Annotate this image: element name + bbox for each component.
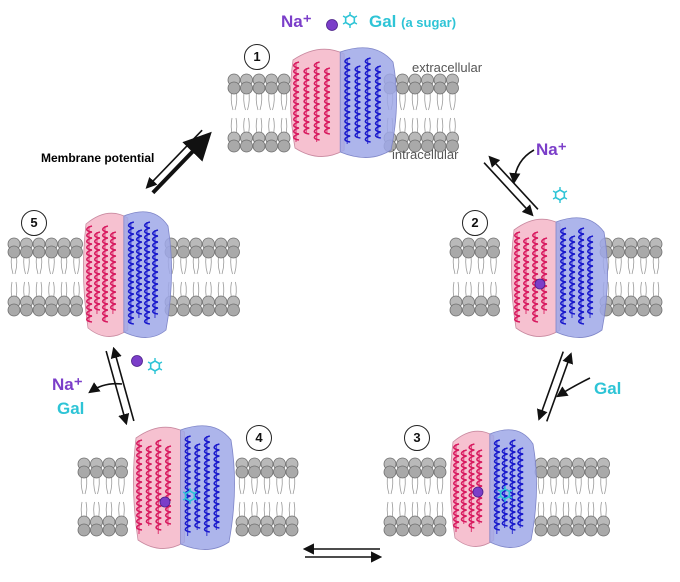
step-5-number: 5 — [21, 210, 47, 236]
step-3-number: 3 — [404, 425, 430, 451]
transporter-state-4 — [133, 425, 235, 550]
bound-sodium-ion — [472, 486, 484, 498]
ligand-release-arrow — [88, 382, 123, 394]
bound-galactose — [497, 486, 513, 502]
bound-galactose — [182, 488, 198, 504]
bilayer-5-left — [7, 237, 83, 317]
membrane-potential-label: Membrane potential — [41, 151, 155, 165]
bilayer-2-right — [599, 237, 663, 317]
bound-sodium-ion — [534, 278, 546, 290]
bilayer-3-right — [534, 457, 610, 537]
bilayer-5-right — [164, 237, 240, 317]
bound-sodium-ion — [159, 496, 171, 508]
sodium-label-top: Na⁺ — [281, 12, 312, 31]
extracellular-label: extracellular — [412, 60, 483, 75]
galactose-binding-arrow — [556, 377, 591, 398]
arrow-5-to-1 — [145, 129, 212, 195]
equilibrium-arrows — [88, 129, 591, 563]
transporter-proteins — [83, 47, 608, 550]
bilayer-2-left — [449, 237, 500, 317]
transporter-state-2 — [511, 217, 608, 338]
galactose-note: (a sugar) — [401, 15, 457, 30]
bilayer-1-left — [227, 73, 291, 153]
bilayer-3-left — [383, 457, 447, 537]
arrow-1-to-2 — [483, 155, 539, 217]
bilayer-4-left — [77, 457, 128, 537]
arrow-3-to-4 — [302, 543, 383, 563]
galactose-name: Gal — [369, 12, 397, 31]
galactose-label-top: Gal (a sugar) — [369, 13, 456, 30]
ligand-icons — [131, 12, 568, 374]
sodium-ion-icon-top — [326, 19, 338, 31]
galactose-label-release: Gal — [57, 399, 85, 418]
arrow-4-to-5 — [105, 346, 135, 426]
step-1-number: 1 — [244, 44, 270, 70]
arrow-2-to-3 — [536, 351, 574, 422]
transporter-state-5 — [83, 211, 172, 338]
sodium-ion-icon-release — [131, 355, 143, 367]
transporter-state-1 — [290, 47, 397, 158]
sodium-label-step2: Na⁺ — [536, 140, 567, 159]
step-4-number: 4 — [246, 425, 272, 451]
lipid-bilayers — [7, 73, 663, 537]
intracellular-label: intracellular — [392, 147, 459, 162]
step-2-number: 2 — [462, 210, 488, 236]
transporter-state-3 — [450, 429, 537, 548]
bilayer-1-right — [383, 73, 459, 153]
galactose-icon-step2 — [552, 187, 568, 203]
sodium-binding-arrow — [509, 149, 535, 185]
galactose-icon-top — [342, 12, 358, 28]
bilayer-4-right — [235, 457, 299, 537]
sodium-label-release: Na⁺ — [52, 375, 83, 394]
galactose-label-step3: Gal — [594, 379, 622, 398]
galactose-icon-release — [147, 358, 163, 374]
